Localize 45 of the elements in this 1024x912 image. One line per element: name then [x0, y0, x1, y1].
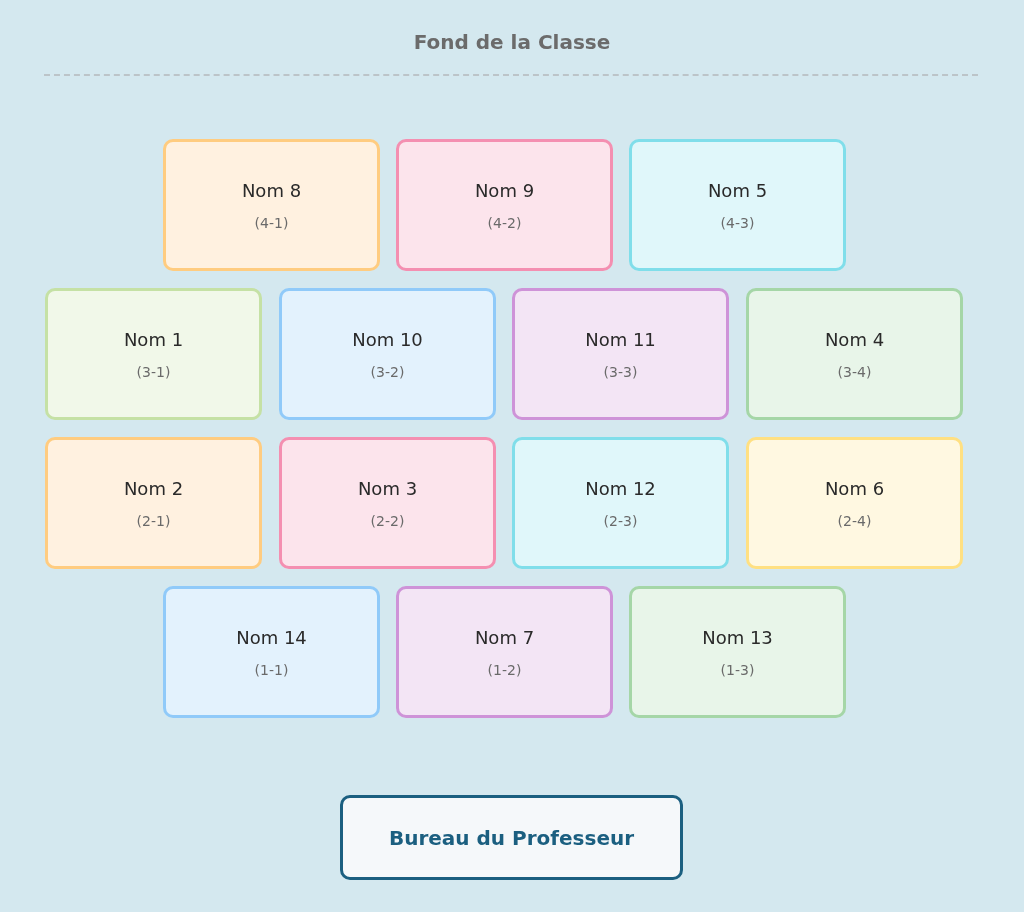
desk-label: Bureau du Professeur	[388, 825, 635, 850]
student-name: Nom 11	[585, 328, 656, 350]
seat-number: (2-1)	[136, 512, 171, 529]
student-desk	[45, 288, 262, 420]
student-desk	[163, 586, 380, 718]
student-name: Nom 8	[241, 179, 302, 201]
student-desk	[279, 437, 496, 569]
student-desk	[396, 586, 613, 718]
student-name: Nom 7	[474, 626, 535, 648]
student-desk	[512, 288, 729, 420]
student-name: Nom 4	[824, 328, 885, 350]
student-name: Nom 6	[824, 477, 885, 499]
student-desk	[512, 437, 729, 569]
student-desk	[45, 437, 262, 569]
seat-number: (2-3)	[603, 512, 638, 529]
seat-number: (2-2)	[370, 512, 405, 529]
student-desk	[746, 437, 963, 569]
seat-number: (2-4)	[837, 512, 872, 529]
seat-number: (3-3)	[603, 363, 638, 380]
student-desk	[163, 139, 380, 271]
student-name: Nom 3	[357, 477, 418, 499]
student-name: Nom 14	[236, 626, 307, 648]
seat-number: (1-1)	[254, 661, 289, 678]
student-desk	[629, 586, 846, 718]
student-desk	[396, 139, 613, 271]
seat-number: (3-1)	[136, 363, 171, 380]
seat-number: (3-2)	[370, 363, 405, 380]
seat-number: (4-2)	[487, 214, 522, 231]
student-name: Nom 5	[707, 179, 768, 201]
seat-number: (1-2)	[487, 661, 522, 678]
student-name: Nom 1	[123, 328, 184, 350]
seat-number: (4-1)	[254, 214, 289, 231]
seat-number: (4-3)	[720, 214, 755, 231]
student-desk	[629, 139, 846, 271]
seat-number: (3-4)	[837, 363, 872, 380]
student-desk	[279, 288, 496, 420]
student-desk	[746, 288, 963, 420]
student-name: Nom 9	[474, 179, 535, 201]
seat-number: (1-3)	[720, 661, 755, 678]
title: Fond de la Classe	[412, 30, 612, 54]
student-name: Nom 13	[702, 626, 773, 648]
student-name: Nom 12	[585, 477, 656, 499]
teacher-desk	[340, 795, 683, 880]
student-name: Nom 2	[123, 477, 184, 499]
student-name: Nom 10	[352, 328, 423, 350]
